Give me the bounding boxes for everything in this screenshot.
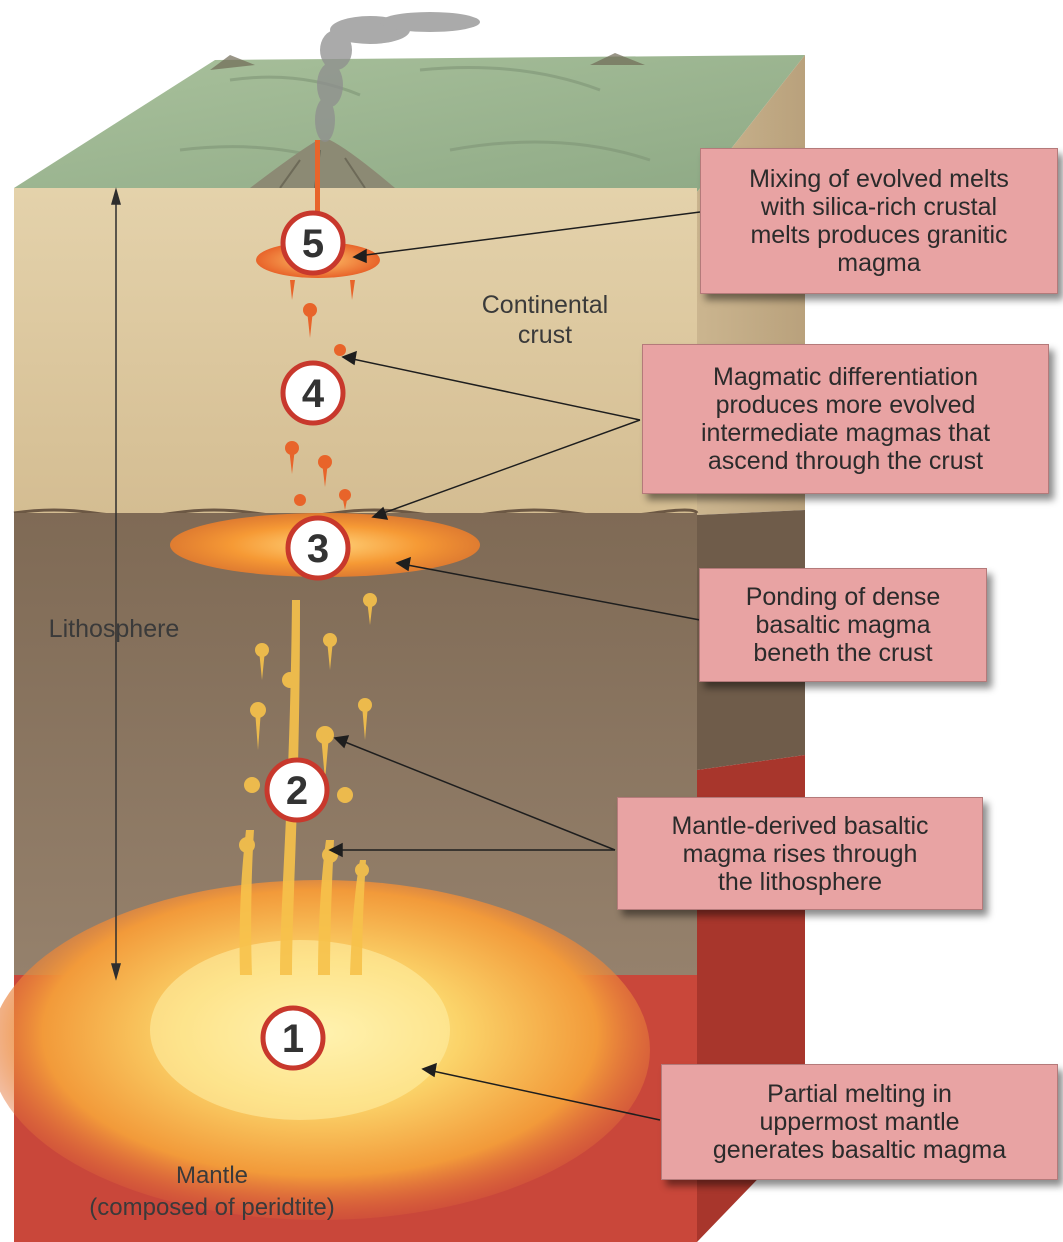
svg-text:1: 1 [282,1017,304,1061]
mantle-label-1: Mantle [176,1162,248,1189]
continental-crust-label-2: crust [518,321,572,349]
callout-step4: Magmatic differentiation produces more e… [642,344,1049,494]
svg-text:3: 3 [307,527,329,571]
svg-text:2: 2 [286,769,308,813]
surface-top [14,55,805,192]
callout-step5: Mixing of evolved melts with silica-rich… [700,148,1058,294]
lithosphere-label: Lithosphere [49,615,180,643]
step-marker-3: 3 [288,518,348,578]
callout-step1: Partial melting in uppermost mantle gene… [661,1064,1058,1180]
callout-step2: Mantle-derived basaltic magma rises thro… [617,797,983,910]
step-marker-5: 5 [283,213,343,273]
svg-text:5: 5 [302,222,324,266]
callout-step3: Ponding of dense basaltic magma beneth t… [699,568,987,682]
step-marker-1: 1 [263,1008,323,1068]
step-marker-4: 4 [283,363,343,423]
continental-crust-label-1: Continental [482,291,608,319]
step-marker-2: 2 [267,760,327,820]
svg-text:4: 4 [302,372,325,416]
mantle-label-2: (composed of peridtite) [89,1194,334,1221]
